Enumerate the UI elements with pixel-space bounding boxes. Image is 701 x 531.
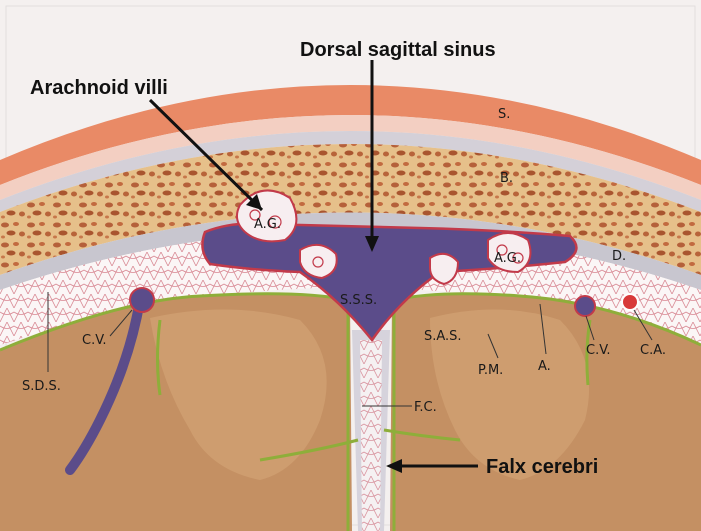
- label-sss: S.S.S.: [340, 293, 377, 308]
- label-a: A.: [538, 359, 551, 374]
- cerebral-artery: [622, 294, 638, 310]
- label-sds: S.D.S.: [22, 379, 61, 394]
- arachnoid-granulation-left: [237, 190, 296, 241]
- falx-web: [360, 340, 382, 531]
- callout-dorsal-sagittal-sinus: Dorsal sagittal sinus: [300, 39, 496, 61]
- label-pm: P.M.: [478, 363, 503, 378]
- label-b: B.: [500, 171, 513, 186]
- cerebral-vein-left-section: [130, 288, 154, 312]
- callout-arachnoid-villi: Arachnoid villi: [30, 77, 168, 99]
- label-cv-right: C.V.: [586, 343, 611, 358]
- label-cv-left: C.V.: [82, 333, 107, 348]
- label-sas: S.A.S.: [424, 329, 462, 344]
- cerebral-vein-right: [575, 296, 595, 316]
- label-d: D.: [612, 249, 626, 264]
- label-ca: C.A.: [640, 343, 666, 358]
- label-s: S.: [498, 107, 510, 122]
- label-ag-left: A.G.: [254, 217, 281, 232]
- label-ag-right: A.G.: [494, 251, 521, 266]
- label-fc: F.C.: [414, 400, 437, 415]
- callout-falx-cerebri: Falx cerebri: [486, 456, 598, 478]
